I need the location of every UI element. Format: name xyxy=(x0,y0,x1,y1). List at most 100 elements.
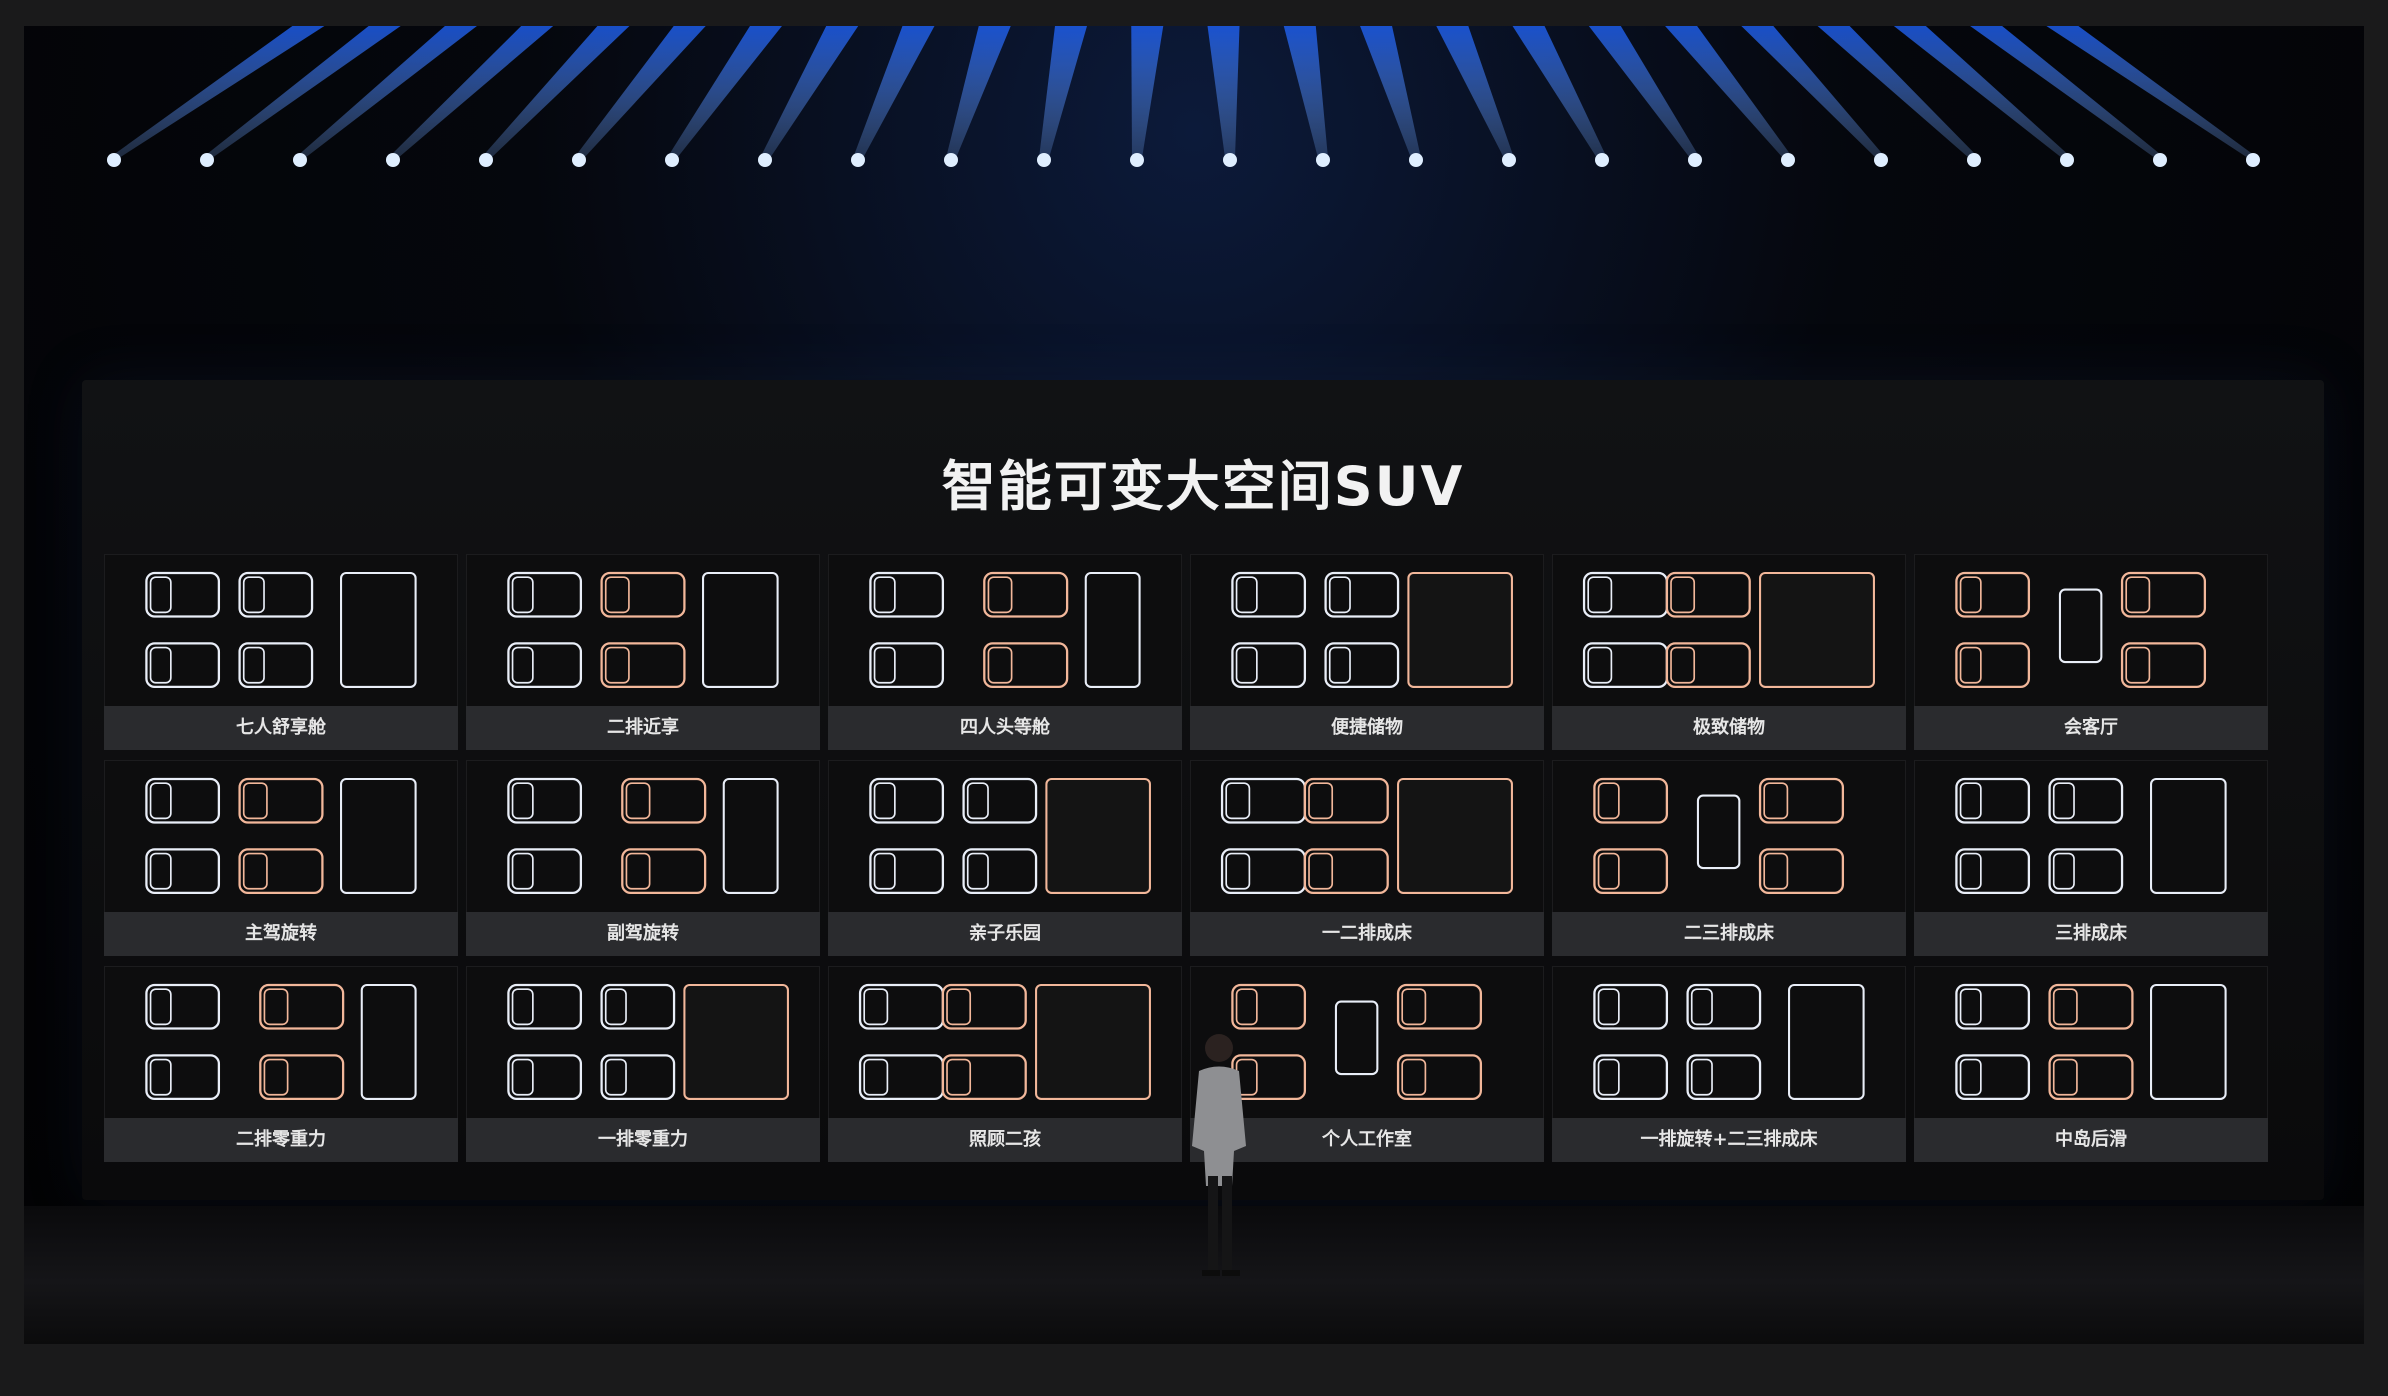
layout-tile: 主驾旋转 xyxy=(104,760,458,956)
third-row-bed-icon xyxy=(1955,777,2227,895)
layout-tile: 副驾旋转 xyxy=(466,760,820,956)
seat-icon xyxy=(2048,777,2124,824)
seat-icon xyxy=(600,1054,676,1101)
layout-tile: 一二排成床 xyxy=(1190,760,1544,956)
layout-tile: 中岛后滑 xyxy=(1914,966,2268,1162)
seat-icon xyxy=(1686,983,1762,1030)
spotlight-beam xyxy=(1512,26,1609,167)
layout-tile-label: 便捷储物 xyxy=(1190,706,1544,750)
slide-title: 智能可变大空间SUV xyxy=(941,455,1465,518)
layout-tile: 一排零重力 xyxy=(466,966,820,1162)
spotlight-beam xyxy=(1037,26,1087,167)
seat-icon xyxy=(145,571,221,618)
spotlight-beam xyxy=(1130,26,1164,167)
layout-tile-label: 极致储物 xyxy=(1552,706,1906,750)
seat-icon xyxy=(1955,571,2031,618)
cargo-area xyxy=(702,571,779,688)
driver-swivel-icon xyxy=(145,777,417,895)
seat-icon xyxy=(1593,983,1669,1030)
spotlight-beam xyxy=(1893,26,2074,167)
cargo-area xyxy=(1334,1000,1379,1076)
layout-tile: 四人头等舱 xyxy=(828,554,1182,750)
seat-icon xyxy=(1303,848,1389,895)
seat-icon xyxy=(238,571,314,618)
seat-icon xyxy=(1231,642,1307,689)
spotlight-beam xyxy=(1436,26,1516,167)
seat-icon xyxy=(1231,983,1307,1030)
cargo-area xyxy=(2150,777,2227,894)
spotlight-beam xyxy=(2046,26,2260,167)
seat-icon xyxy=(941,1054,1027,1101)
layout-tile-label: 副驾旋转 xyxy=(466,912,820,956)
cargo-storage-icon xyxy=(1231,571,1513,689)
cargo-area xyxy=(1759,571,1875,688)
seat-icon xyxy=(1396,983,1483,1030)
seat-icon xyxy=(1955,848,2031,895)
seat-icon xyxy=(869,642,945,689)
seat-icon xyxy=(962,777,1038,824)
seat-icon xyxy=(507,1054,583,1101)
seven-seat-layout-icon xyxy=(145,571,417,689)
layout-tile-label: 三排成床 xyxy=(1914,912,2268,956)
spotlight-beam xyxy=(1741,26,1888,167)
layout-tile-label: 四人头等舱 xyxy=(828,706,1182,750)
spotlight-beam xyxy=(1665,26,1795,167)
seat-icon xyxy=(2120,571,2207,618)
spotlight-beam xyxy=(758,26,859,167)
second-row-recline-icon xyxy=(507,571,779,689)
stage-floor xyxy=(24,1206,2364,1344)
cargo-area xyxy=(683,983,789,1100)
max-storage-icon xyxy=(1582,571,1875,689)
seat-icon xyxy=(1582,642,1669,689)
seat-icon xyxy=(238,642,314,689)
seat-icon xyxy=(1758,848,1845,895)
cargo-area xyxy=(1084,571,1141,688)
spotlight-beam xyxy=(572,26,706,167)
seat-icon xyxy=(507,571,583,618)
seat-icon xyxy=(1582,571,1669,618)
center-island-slide-icon xyxy=(1955,983,2227,1101)
layout-tile: 个人工作室 xyxy=(1190,966,1544,1162)
seat-icon xyxy=(2120,642,2207,689)
layout-tile: 极致储物 xyxy=(1552,554,1906,750)
layout-tile-label: 七人舒享舱 xyxy=(104,706,458,750)
layout-tile: 亲子乐园 xyxy=(828,760,1182,956)
seat-icon xyxy=(941,983,1027,1030)
first-row-zero-g-icon xyxy=(507,983,789,1101)
layout-tile: 照顾二孩 xyxy=(828,966,1182,1162)
seat-icon xyxy=(145,1054,221,1101)
seat-icon xyxy=(1686,1054,1762,1101)
presenter-figure xyxy=(1192,1034,1246,1276)
seat-icon xyxy=(238,848,324,895)
seat-icon xyxy=(145,777,221,824)
lounge-icon xyxy=(1955,571,2207,689)
seat-icon xyxy=(507,848,583,895)
seat-icon xyxy=(145,848,221,895)
layout-tile: 便捷储物 xyxy=(1190,554,1544,750)
second-row-zero-g-icon xyxy=(145,983,417,1101)
seat-icon xyxy=(1665,571,1751,618)
seat-icon xyxy=(858,1054,945,1101)
seat-icon xyxy=(145,642,221,689)
seat-icon xyxy=(259,983,345,1030)
spotlight-beam xyxy=(851,26,935,167)
cargo-area xyxy=(340,571,417,688)
seat-icon xyxy=(1593,777,1669,824)
cargo-area xyxy=(1035,983,1151,1100)
layout-tile-label: 照顾二孩 xyxy=(828,1118,1182,1162)
seat-icon xyxy=(1220,777,1307,824)
seat-icon xyxy=(1758,777,1845,824)
seat-icon xyxy=(1665,642,1751,689)
layout-tile: 二排近享 xyxy=(466,554,820,750)
stage-lights xyxy=(107,26,2260,167)
layout-tile-label: 二三排成床 xyxy=(1552,912,1906,956)
cargo-area xyxy=(722,777,779,894)
cargo-area xyxy=(1788,983,1865,1100)
presentation-screen: 智能可变大空间SUV 七人舒享舱二排近享四人头等舱便捷储物极致储物会客厅主驾旋转… xyxy=(82,380,2324,1200)
cargo-area xyxy=(2058,588,2103,664)
seat-icon xyxy=(1955,1054,2031,1101)
spotlight-beam xyxy=(479,26,630,167)
spotlight-beam xyxy=(1970,26,2167,167)
layout-tile-label: 一排零重力 xyxy=(466,1118,820,1162)
